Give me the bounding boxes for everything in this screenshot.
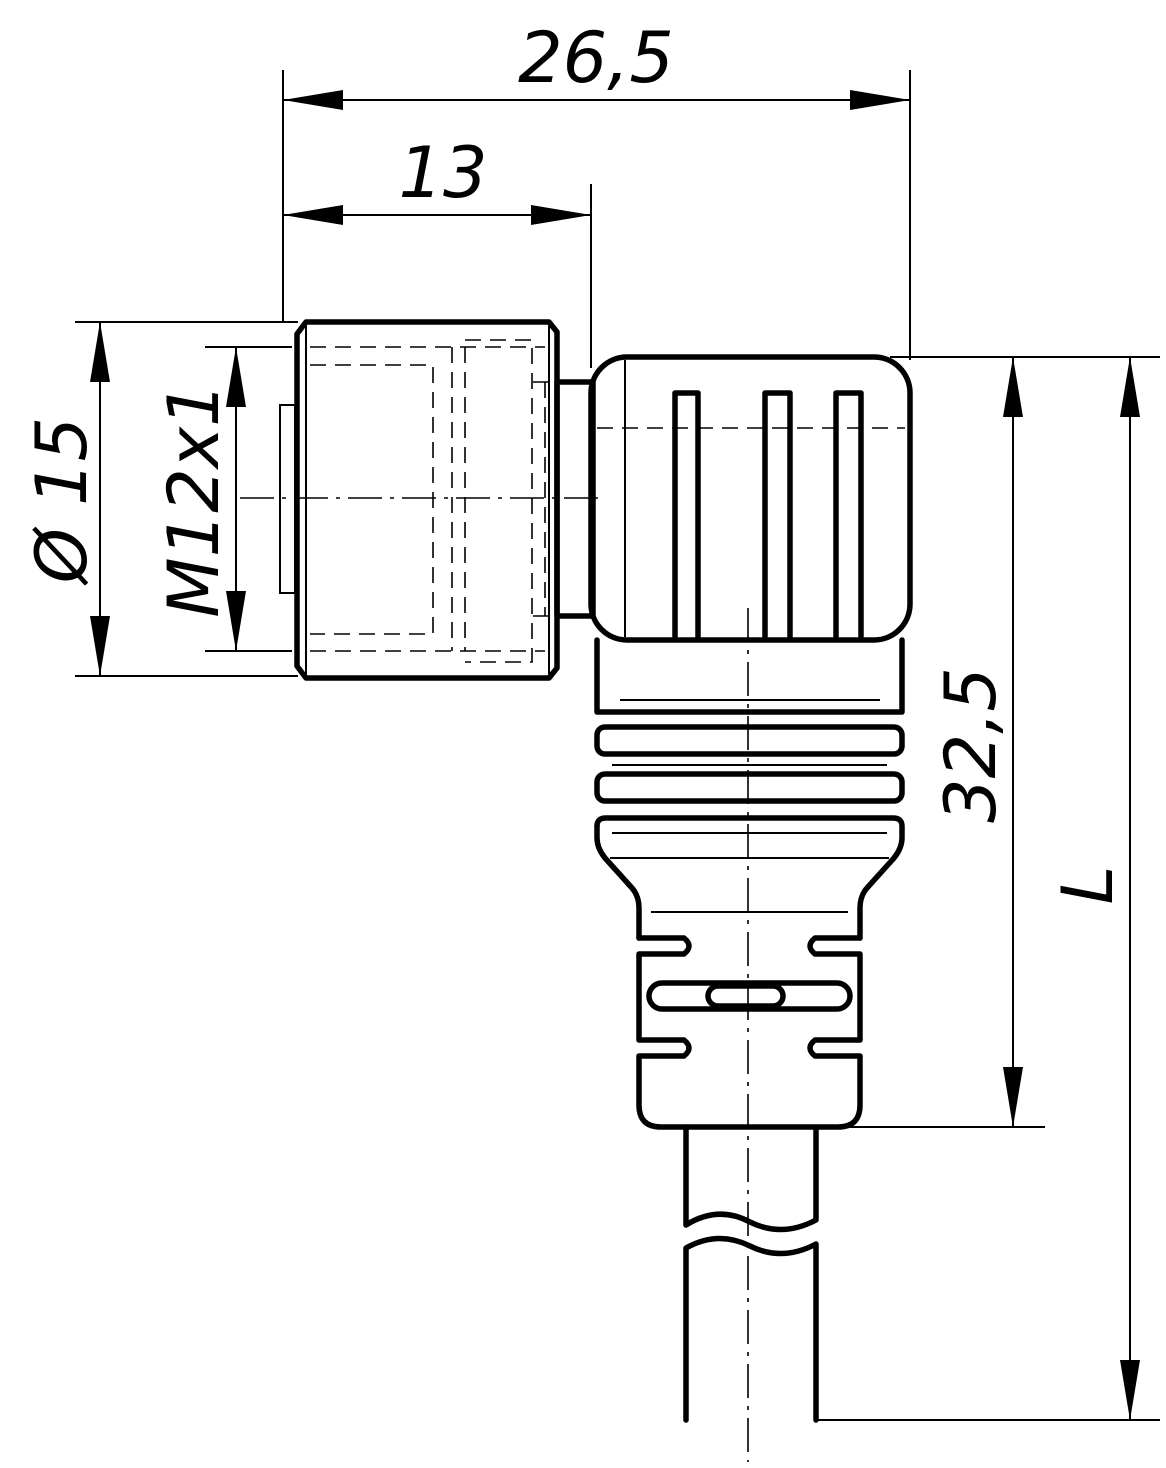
ring-1: [594, 724, 905, 757]
arrow-overall-right: [850, 90, 910, 110]
cable-lower: [683, 1235, 819, 1423]
arrow-body-bottom: [1003, 1067, 1023, 1127]
arrow-length-bottom: [1120, 1360, 1140, 1420]
head-outline: [588, 354, 913, 643]
arrow-overall-left: [283, 90, 343, 110]
label-overall-length: 26,5: [518, 17, 674, 99]
connector-head: [588, 354, 913, 643]
label-thread: M12x1: [153, 382, 235, 617]
nut-front-face: [279, 404, 296, 594]
grip-slot-inner: [705, 983, 786, 1009]
arrow-nut-right: [531, 205, 591, 225]
arrow-thread-top: [226, 347, 246, 407]
hidden-contact-insert: [310, 364, 434, 635]
taper-left: [594, 823, 642, 941]
label-body-height: 32,5: [930, 667, 1012, 823]
cable-upper: [683, 1124, 819, 1233]
hidden-inner-step: [465, 339, 533, 663]
head-rib-2: [762, 390, 793, 640]
arrow-thread-bottom: [226, 591, 246, 651]
coupling-nut: [240, 319, 598, 681]
dimension-lines: [90, 90, 1140, 1420]
grip-section: [636, 935, 863, 1130]
label-nut-length: 13: [398, 132, 487, 214]
connector-stub: [554, 379, 596, 619]
ring-2: [594, 771, 905, 804]
body-neck: [594, 637, 905, 715]
grip-slot: [646, 980, 853, 1012]
head-rib-1: [672, 390, 701, 640]
cable: [683, 1124, 819, 1423]
head-rib-3: [833, 390, 864, 640]
arrow-length-top: [1120, 357, 1140, 417]
label-outer-diameter: Ø 15: [21, 417, 103, 586]
arrow-nut-left: [283, 205, 343, 225]
label-cable-length: L: [1047, 866, 1129, 905]
arrow-dia-bottom: [90, 616, 110, 676]
arrow-dia-top: [90, 322, 110, 382]
connector-body: [594, 637, 905, 1130]
nut-outline: [294, 319, 560, 681]
dimension-labels: 26,5 13 Ø 15 M12x1 32,5 L: [21, 17, 1129, 905]
arrow-body-top: [1003, 357, 1023, 417]
taper-right: [594, 815, 905, 941]
